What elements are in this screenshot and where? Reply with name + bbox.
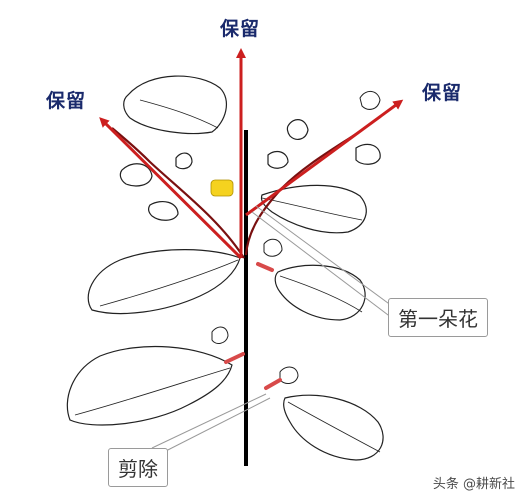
arrow-right bbox=[245, 99, 404, 217]
leaf-small-left-2 bbox=[148, 201, 179, 221]
leaf-small-right-1 bbox=[286, 119, 309, 140]
leaves bbox=[66, 75, 384, 461]
watermark-brand: 头条 bbox=[432, 477, 459, 492]
keep-arrows bbox=[99, 48, 404, 260]
bud-lower-2 bbox=[279, 366, 299, 384]
callout-first-flower-text: 第一朵花 bbox=[398, 307, 478, 331]
callout-first-flower: 第一朵花 bbox=[388, 298, 488, 337]
leaf-small-left bbox=[119, 163, 153, 187]
bud-lower-1 bbox=[211, 326, 229, 344]
callout-prune: 剪除 bbox=[108, 448, 168, 487]
first-flower-bloom bbox=[210, 179, 234, 197]
leaf-lower-right bbox=[283, 394, 384, 461]
bud-right-top bbox=[359, 91, 381, 110]
leaf-upper-left bbox=[123, 75, 228, 135]
watermark: 头条 @耕新社 bbox=[433, 473, 515, 492]
cut-marks bbox=[224, 262, 282, 390]
side-branches bbox=[111, 127, 363, 259]
callout-line-prune-2 bbox=[155, 397, 271, 457]
leaf-upper-right bbox=[260, 184, 367, 234]
callout-line-prune bbox=[151, 393, 267, 449]
leaf-small-right-2 bbox=[267, 150, 289, 169]
callout-lines bbox=[151, 205, 393, 457]
watermark-account: @耕新社 bbox=[462, 477, 515, 492]
flower-buds bbox=[211, 91, 381, 384]
leaf-small-left-3 bbox=[175, 152, 193, 170]
cut-mark-2 bbox=[224, 352, 245, 364]
leaf-mid-right bbox=[274, 264, 366, 321]
label-keep-top: 保留 bbox=[220, 18, 261, 40]
leaf-mid-left-large bbox=[87, 249, 241, 315]
callout-line-flower-2 bbox=[251, 211, 393, 319]
callout-line-flower bbox=[255, 205, 393, 307]
bud-mid-right bbox=[263, 238, 283, 257]
cut-mark-1 bbox=[256, 262, 274, 272]
leaf-lower-left-large bbox=[66, 345, 233, 426]
leaf-tip-right bbox=[355, 143, 381, 165]
cut-mark-3 bbox=[264, 378, 282, 390]
callout-prune-text: 剪除 bbox=[118, 457, 158, 481]
label-keep-left: 保留 bbox=[46, 90, 87, 112]
arrow-left bbox=[99, 117, 243, 260]
label-keep-right: 保留 bbox=[422, 82, 463, 104]
